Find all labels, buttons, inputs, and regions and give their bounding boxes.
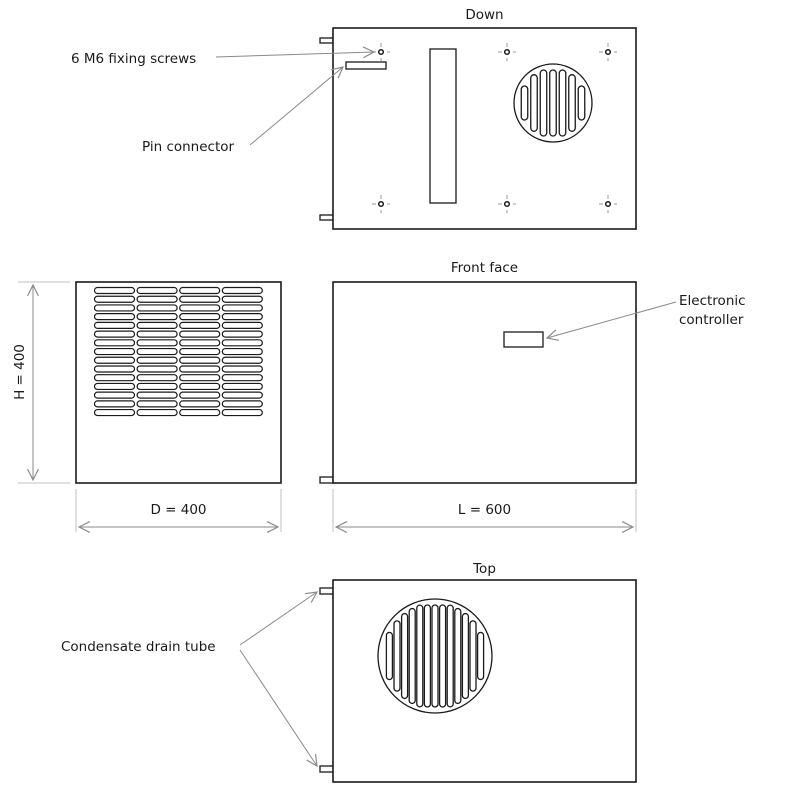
top-view [319,579,637,783]
dimension-l [332,489,637,532]
screw-hole-marker-icon [372,195,390,213]
fan-grille-down-ring [513,63,593,143]
leader-fixing-screws [215,52,374,57]
side-view [75,281,282,484]
dimension-label-height: H = 400 [12,344,28,400]
screw-hole-marker-icon [498,43,516,61]
screw-hole-marker-icon [599,43,617,61]
dimension-h [18,281,70,484]
dimension-label-depth: D = 400 [150,502,207,518]
fan-grille-top-ring [377,598,493,714]
cable-slot [429,48,457,204]
dimension-d [75,489,282,532]
electronic-controller-part [503,331,544,348]
drain-tube-stub-icon [319,765,335,773]
top-view-title: Top [473,561,496,577]
dimension-label-length: L = 600 [457,502,512,518]
front-view [319,281,637,484]
side-view-outline [75,281,282,484]
fan-grille-down-slats [520,69,586,137]
down-view [319,27,637,230]
down-view-outline [332,27,637,230]
leader-electronic-controller [547,301,677,338]
pin-connector-part [345,61,387,70]
leader-condensate-top [239,592,317,646]
callout-electronic-controller: Electronic controller [679,293,746,328]
screw-hole-marker-icon [498,195,516,213]
drain-tube-stub-icon [319,214,335,221]
callout-pin-connector: Pin connector [142,139,235,155]
screw-hole-marker-icon [372,43,390,61]
drain-tube-stub-icon [319,476,335,484]
drain-tube-stub-icon [319,37,335,44]
fixing-screw-markers [372,43,617,213]
louvre-grille [93,286,263,417]
screw-hole-marker-icon [599,195,617,213]
fan-grille-top-slats [385,604,485,708]
callout-condensate-drain-tube: Condensate drain tube [61,639,216,655]
leader-condensate-bottom [239,649,317,766]
drain-tube-stub-icon [319,587,335,595]
callout-fixing-screws: 6 M6 fixing screws [71,51,197,67]
front-view-outline [332,281,637,484]
leader-pin-connector [249,67,343,146]
down-view-title: Down [465,7,504,23]
front-view-title: Front face [450,260,519,276]
